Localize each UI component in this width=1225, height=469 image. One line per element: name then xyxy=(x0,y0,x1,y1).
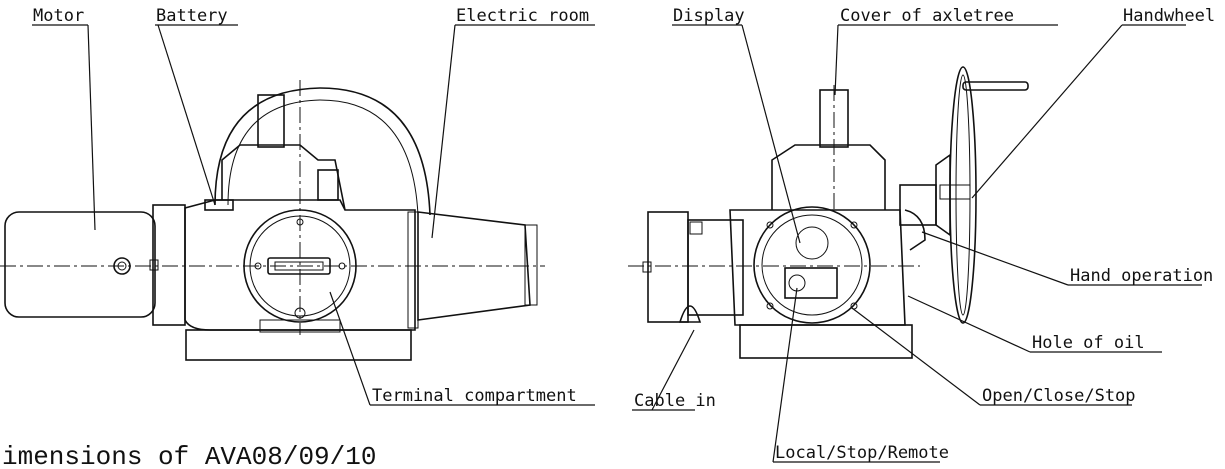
caption: imensions of AVA08/09/10 xyxy=(2,442,376,469)
label-local-stop-remote: Local/Stop/Remote xyxy=(775,443,949,463)
right-leaders xyxy=(632,24,1202,463)
label-motor: Motor xyxy=(33,6,84,26)
cable-gland xyxy=(678,305,702,323)
label-electric-room: Electric room xyxy=(456,6,589,26)
label-battery: Battery xyxy=(156,6,228,26)
label-cover-of-axletree: Cover of axletree xyxy=(840,6,1014,26)
label-display: Display xyxy=(673,6,745,26)
battery xyxy=(204,199,234,211)
label-open-close-stop: Open/Close/Stop xyxy=(982,386,1136,406)
handwheel xyxy=(949,66,977,324)
motor-end xyxy=(647,211,689,323)
label-hole-of-oil: Hole of oil xyxy=(1032,333,1145,353)
stem xyxy=(257,94,285,148)
front-view xyxy=(628,66,1029,359)
front-top-gearbox xyxy=(771,144,886,210)
handwheel-grip xyxy=(962,81,1029,91)
display-window xyxy=(795,226,829,260)
display-cover xyxy=(753,206,871,324)
label-handwheel: Handwheel xyxy=(1123,6,1215,26)
cable-arc xyxy=(214,87,431,216)
left-leaders xyxy=(32,24,595,406)
hand-lever xyxy=(904,209,926,251)
control-panel xyxy=(784,267,838,299)
side-view xyxy=(0,80,545,361)
base-flange xyxy=(185,329,412,361)
front-base xyxy=(739,324,913,359)
label-hand-operation: Hand operation xyxy=(1070,266,1213,286)
label-terminal-compartment: Terminal compartment xyxy=(372,386,577,406)
motor-body xyxy=(4,211,156,318)
label-cable-in: Cable in xyxy=(634,391,716,411)
